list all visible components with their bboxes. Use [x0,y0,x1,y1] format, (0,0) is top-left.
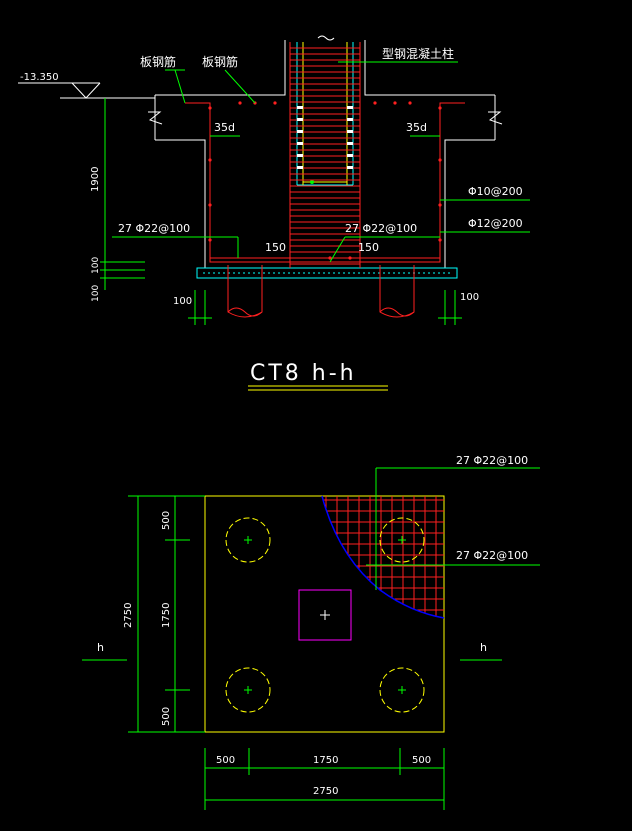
break-line-left-icon [148,111,163,125]
stud-right-icon [347,166,353,169]
rebar-dot [208,158,212,162]
dim-150-right: 150 [358,241,379,254]
cut-left: h [97,641,104,654]
stud-right-icon [347,154,353,157]
rebar-dot [348,256,352,260]
stud-left-icon [297,130,303,133]
dim-100b: 100 [91,285,101,302]
slab-top-left [155,40,286,96]
label-column: 型钢混凝土柱 [382,46,454,61]
dim-100-right: 100 [460,292,479,303]
dim-100-left: 100 [173,296,192,307]
break-line-right-icon [488,111,503,125]
stud-right-icon [347,130,353,133]
stud-left-icon [297,154,303,157]
pile-left-break [227,307,263,317]
rebar-dot [328,256,332,260]
dim-150-left: 150 [265,241,286,254]
rebar-dot [438,203,442,207]
dim-left-mid: 1750 [161,603,172,628]
rebar-dot [273,101,277,105]
column-marker-icon [310,180,314,184]
plan-rebar-top: 27 Φ22@100 [456,454,528,467]
pit-wall-right [444,139,495,268]
dim-left-bot: 500 [161,707,172,726]
stud-left-icon [297,142,303,145]
label-plate-rebar-1: 板钢筋 [140,54,176,69]
rebar-right-2: Φ12@200 [468,217,523,230]
rebar-right-1: Φ10@200 [468,185,523,198]
pile-circle [379,667,425,713]
stud-right-icon [347,106,353,109]
cap-outline [204,495,445,733]
rebar-dot [238,101,242,105]
stud-left-icon [297,166,303,169]
dim-depth: 1900 [90,167,101,192]
leader-plate-2 [224,69,256,104]
cut-arc [321,495,445,619]
rebar-dot [438,158,442,162]
dim-total-left: 2750 [123,603,134,628]
dim-bottom-mid: 1750 [313,755,338,766]
anchor-left: 35d [214,121,235,134]
leader-plate-1b [174,69,186,104]
column-break-icon [317,35,335,41]
pit-wall-left [155,139,206,268]
pile-right-break [379,307,415,317]
slab-rebar-left [185,102,211,140]
cap-bottom-rebar [209,140,441,263]
rebar-dot [208,106,212,110]
steel-column [289,35,361,268]
dim-left-top: 500 [161,511,172,530]
column-box [298,589,352,641]
rebar-dot [438,106,442,110]
dim-bottom-left: 500 [216,755,235,766]
pile-circle [379,517,425,563]
pile-circle [225,517,271,563]
rebar-dot [208,238,212,242]
elevation-text: -13.350 [20,72,59,83]
slab-rebar-right [439,102,465,140]
anchor-right: 35d [406,121,427,134]
pile-circle [225,667,271,713]
cut-right: h [480,641,487,654]
rebar-dot [393,101,397,105]
concrete-bedding [196,267,458,279]
stud-left-icon [297,118,303,121]
rebar-left: 27 Φ22@100 [118,222,190,235]
dim-bottom-right: 500 [412,755,431,766]
slab-top-right [364,40,495,96]
stud-right-icon [347,118,353,121]
rebar-mid: 27 Φ22@100 [345,222,417,235]
rebar-dot [438,238,442,242]
stud-left-icon [297,106,303,109]
rebar-dot [408,101,412,105]
dim-100a: 100 [91,257,101,274]
label-plate-rebar-2: 板钢筋 [202,54,238,69]
rebar-dot [208,203,212,207]
section-view: -13.350 [18,35,530,391]
stud-right-icon [347,142,353,145]
plan-rebar-mid: 27 Φ22@100 [456,549,528,562]
rebar-dot [373,101,377,105]
dim-total-bottom: 2750 [313,786,338,797]
plan-piles [225,517,425,713]
section-title: CT8 h-h [250,361,357,386]
leader-rebar-mid [329,236,346,263]
